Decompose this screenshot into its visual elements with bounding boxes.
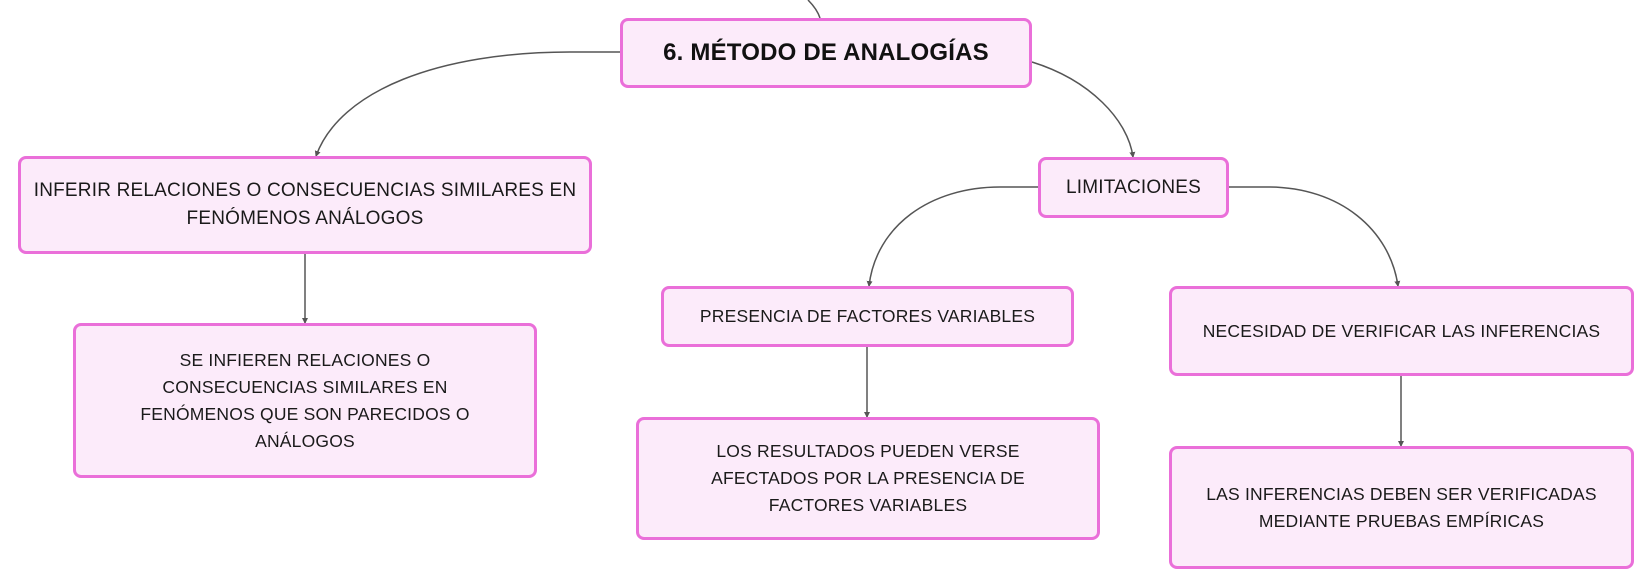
connector-root-inferir xyxy=(314,51,620,157)
connector-root-limitaciones xyxy=(1031,61,1136,158)
node-inferir[interactable]: INFERIR RELACIONES O CONSECUENCIAS SIMIL… xyxy=(18,156,592,254)
node-verificar[interactable]: NECESIDAD DE VERIFICAR LAS INFERENCIAS xyxy=(1169,286,1634,376)
node-verificar-label: NECESIDAD DE VERIFICAR LAS INFERENCIAS xyxy=(1202,320,1601,341)
node-verificar-detalle[interactable]: LAS INFERENCIAS DEBEN SER VERIFICADAS ME… xyxy=(1169,446,1634,569)
node-limitaciones-label: LIMITACIONES xyxy=(1065,176,1202,198)
node-factores-label: PRESENCIA DE FACTORES VARIABLES xyxy=(699,306,1036,326)
node-factores-detalle[interactable]: LOS RESULTADOS PUEDEN VERSE AFECTADOS PO… xyxy=(636,417,1100,540)
node-limitaciones[interactable]: LIMITACIONES xyxy=(1038,157,1229,218)
node-factores-detalle-label: LOS RESULTADOS PUEDEN VERSE AFECTADOS PO… xyxy=(711,441,1025,515)
root-node-label: 6. MÉTODO DE ANALOGÍAS xyxy=(663,39,989,66)
connector-limitaciones-factores xyxy=(866,186,1038,287)
node-inferir-label: INFERIR RELACIONES O CONSECUENCIAS SIMIL… xyxy=(33,180,577,229)
node-verificar-detalle-label: LAS INFERENCIAS DEBEN SER VERIFICADAS ME… xyxy=(1206,483,1597,531)
node-inferir-detalle[interactable]: SE INFIEREN RELACIONES O CONSECUENCIAS S… xyxy=(73,323,537,478)
connector-limitaciones-verificar xyxy=(1229,186,1401,287)
connector-root-incoming xyxy=(807,0,821,19)
root-node[interactable]: 6. MÉTODO DE ANALOGÍAS xyxy=(620,18,1032,88)
node-inferir-detalle-label: SE INFIEREN RELACIONES O CONSECUENCIAS S… xyxy=(140,349,470,451)
node-factores[interactable]: PRESENCIA DE FACTORES VARIABLES xyxy=(661,286,1074,347)
